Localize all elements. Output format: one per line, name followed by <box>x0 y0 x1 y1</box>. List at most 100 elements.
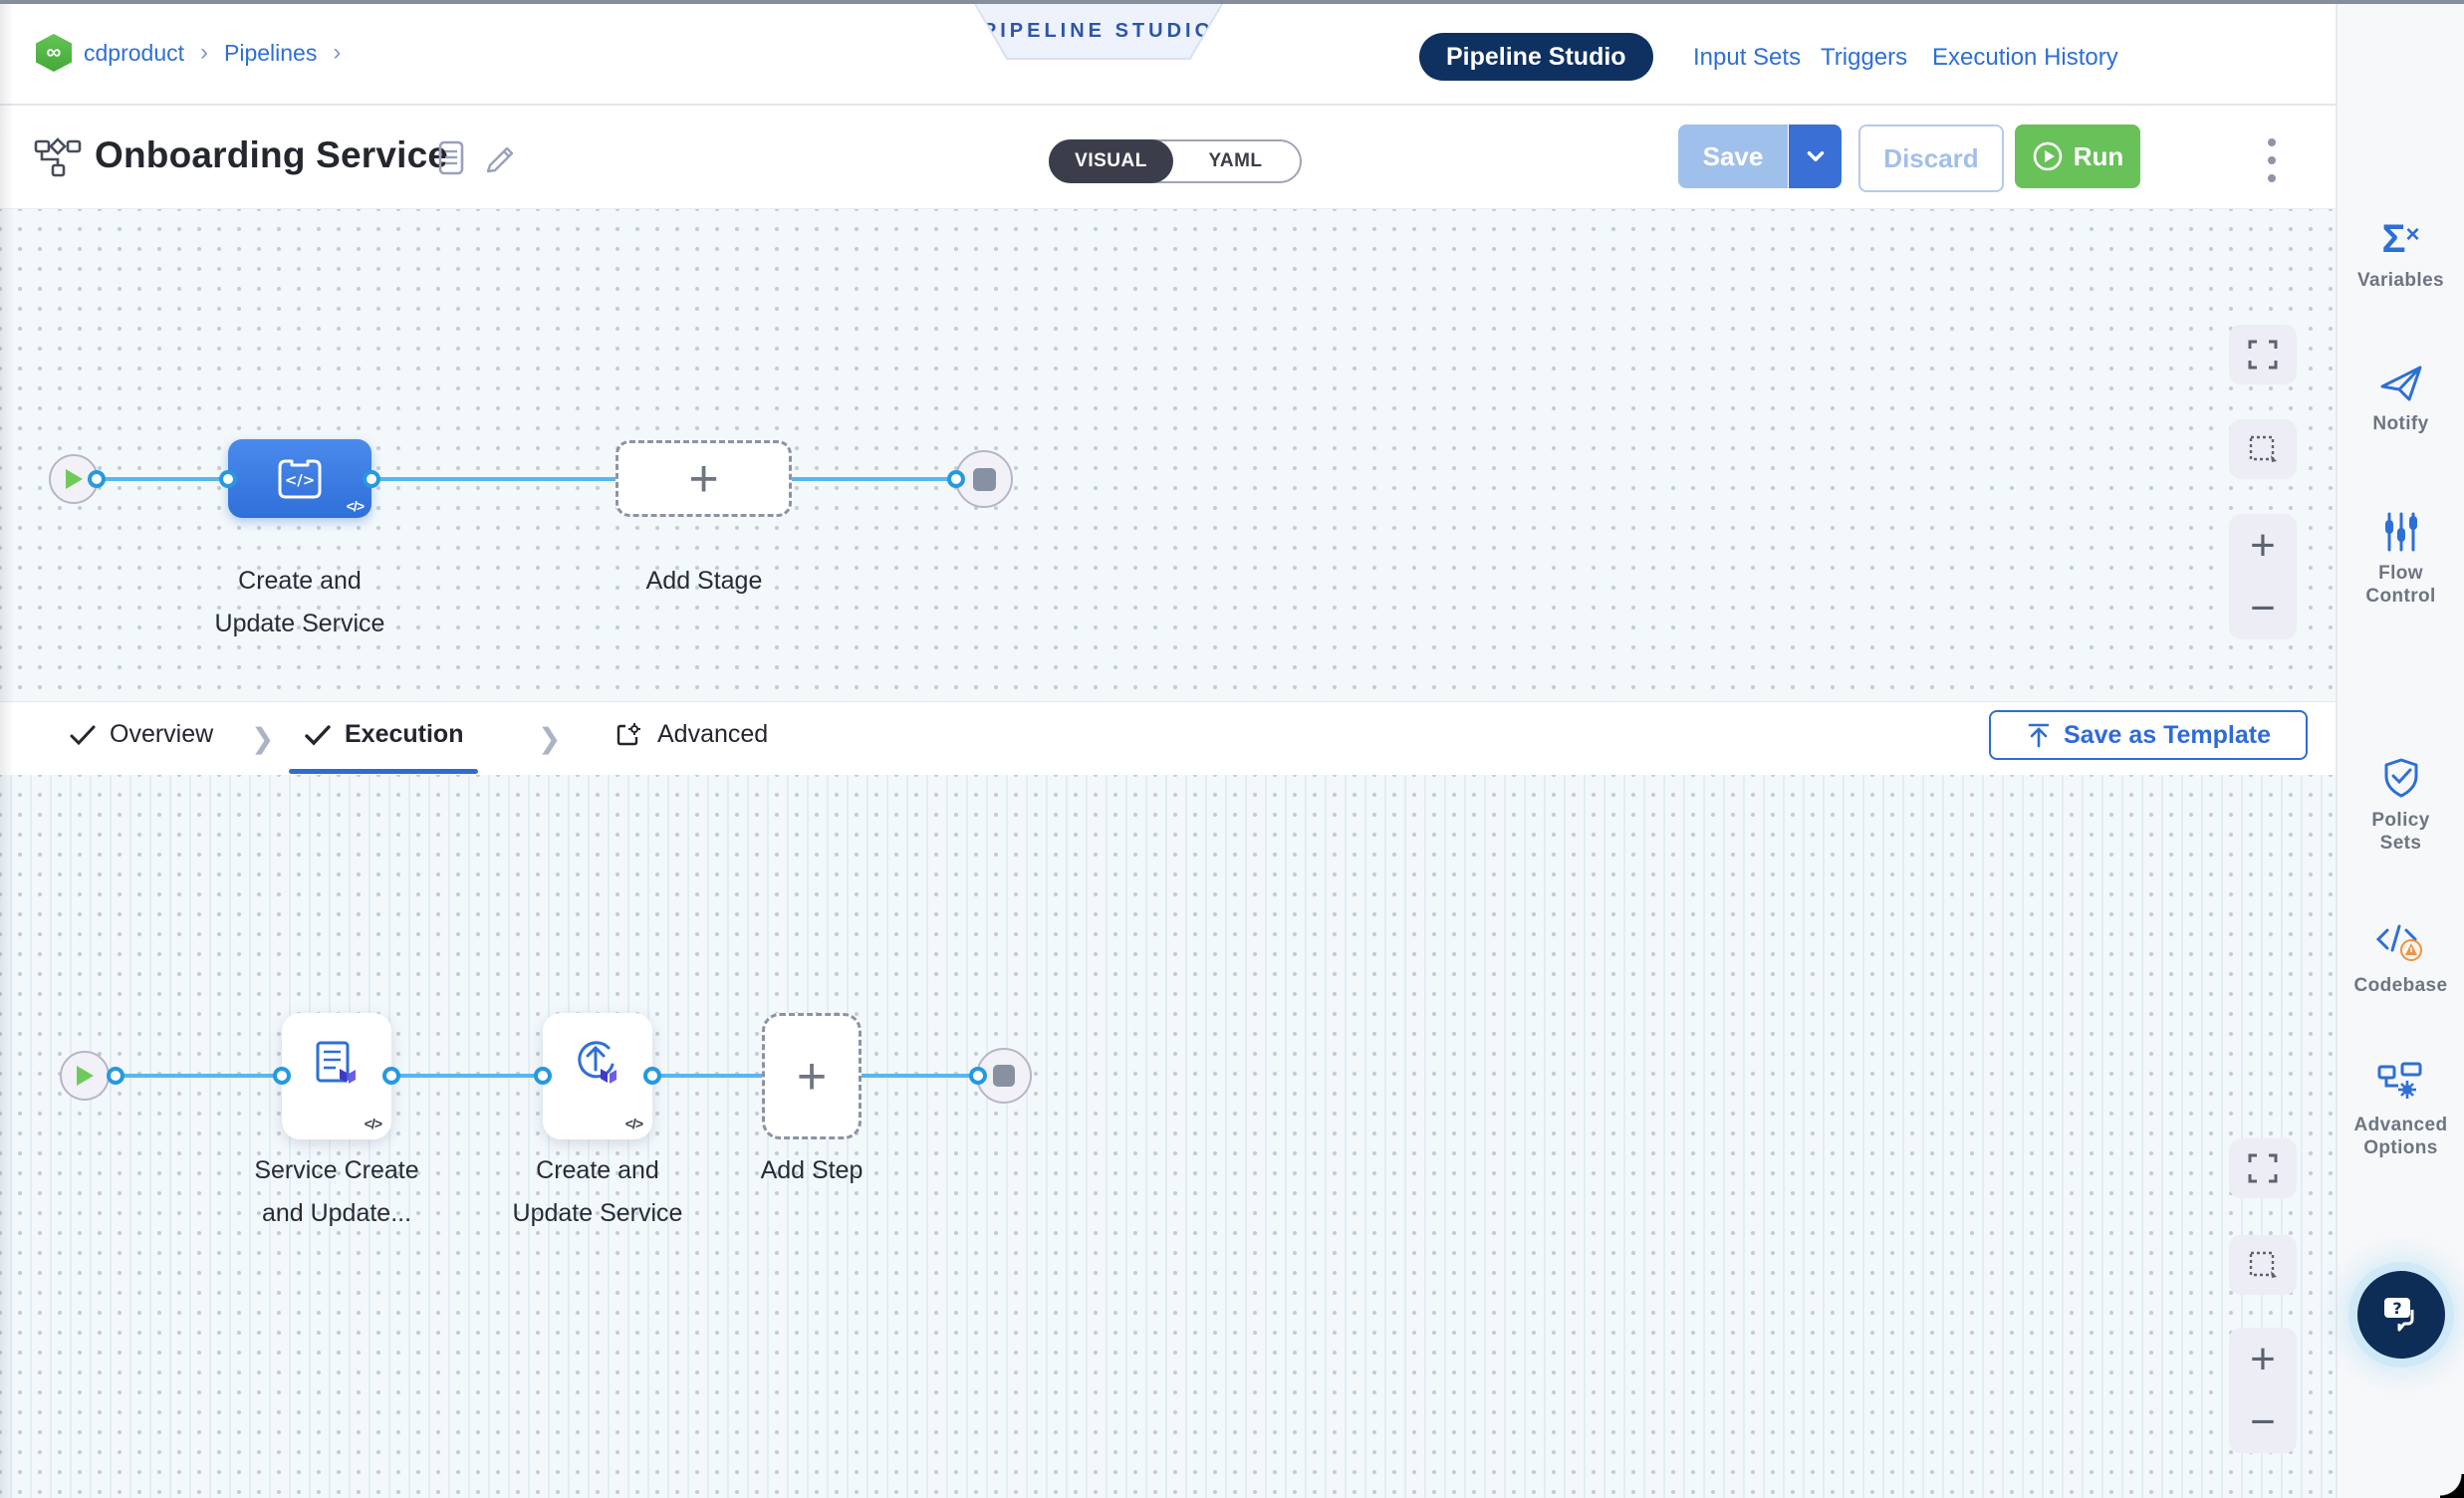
execution-start-node[interactable] <box>60 1051 110 1101</box>
sidebar-item-policy-sets[interactable]: Policy Sets <box>2338 757 2464 855</box>
stop-icon <box>993 1065 1015 1087</box>
connector-dot[interactable] <box>88 470 106 488</box>
sigma-x-icon: Σ× <box>2381 217 2420 261</box>
active-tab-underline <box>289 769 478 774</box>
harness-logo-icon[interactable]: ∞ <box>36 34 72 72</box>
check-icon <box>70 725 96 745</box>
zoom-out-button[interactable]: − <box>2250 1396 2276 1446</box>
help-chat-fab[interactable]: ? <box>2357 1271 2445 1359</box>
breadcrumb: ∞ cdproduct › Pipelines › <box>36 34 345 72</box>
tab-overview[interactable]: Overview <box>70 720 213 749</box>
execution-step-canvas[interactable]: </> </> + S <box>0 775 2336 1498</box>
zoom-controls: + − <box>2229 514 2297 639</box>
run-button[interactable]: Run <box>2015 125 2140 188</box>
edit-pencil-icon[interactable] <box>484 139 520 175</box>
connector-dot[interactable] <box>382 1067 400 1085</box>
add-stage-label: Add Stage <box>645 567 763 595</box>
breadcrumb-project-link[interactable]: cdproduct <box>84 39 185 66</box>
add-step-node[interactable]: + <box>762 1013 862 1139</box>
shield-check-icon <box>2384 758 2417 798</box>
pipeline-studio-banner: PIPELINE STUDIO <box>974 4 1223 60</box>
connector-dot[interactable] <box>534 1067 552 1085</box>
stage-code-badge: </> <box>346 498 365 514</box>
connector-dot[interactable] <box>107 1067 124 1085</box>
breadcrumb-pipelines-link[interactable]: Pipelines <box>224 39 318 66</box>
fullscreen-icon <box>2248 1153 2278 1183</box>
save-as-template-label: Save as Template <box>2064 720 2271 749</box>
connector-dot[interactable] <box>363 470 380 488</box>
save-dropdown-button[interactable] <box>1789 125 1842 188</box>
stage-node-create-update-service[interactable]: </> </> <box>228 439 371 518</box>
sidebar-item-variables[interactable]: Σ× Variables <box>2338 215 2464 292</box>
connector-dot[interactable] <box>947 470 965 488</box>
add-stage-node[interactable]: + <box>616 440 792 517</box>
script-terraform-icon <box>316 1041 356 1084</box>
save-button[interactable]: Save <box>1678 125 1788 188</box>
stop-icon <box>972 467 996 491</box>
play-icon <box>77 1066 94 1086</box>
banner-label: PIPELINE STUDIO <box>982 19 1215 42</box>
stage-canvas[interactable]: </> </> + Create and Update Service Add … <box>0 209 2336 701</box>
connector-dot[interactable] <box>643 1067 661 1085</box>
description-doc-icon[interactable] <box>436 140 468 176</box>
sidebar-item-label: Flow Control <box>2365 563 2436 607</box>
toggle-visual[interactable]: VISUAL <box>1049 139 1173 183</box>
connector-dot[interactable] <box>273 1067 291 1085</box>
tab-input-sets[interactable]: Input Sets <box>1693 44 1802 71</box>
step-node-create-update-service[interactable]: </> <box>543 1013 652 1139</box>
code-warning-icon <box>2375 924 2422 961</box>
main-column: ∞ cdproduct › Pipelines › PIPELINE STUDI… <box>0 4 2336 1498</box>
sidebar-item-label: Codebase <box>2353 975 2448 996</box>
plus-icon: + <box>688 449 719 508</box>
plus-icon: + <box>796 1047 828 1106</box>
tab-triggers[interactable]: Triggers <box>1821 44 1908 71</box>
zoom-in-button[interactable]: + <box>2250 520 2276 570</box>
fullscreen-button[interactable] <box>2229 325 2297 384</box>
sidebar-item-label: Variables <box>2356 270 2445 291</box>
more-options-kebab[interactable] <box>2259 138 2285 182</box>
sidebar-item-flow-control[interactable]: Flow Control <box>2338 512 2464 608</box>
paper-plane-icon <box>2380 366 2421 401</box>
tab-pipeline-studio[interactable]: Pipeline Studio <box>1419 33 1653 81</box>
save-as-template-button[interactable]: Save as Template <box>1989 710 2308 760</box>
zoom-controls: + − <box>2229 1328 2297 1453</box>
window-top-border <box>0 0 2464 4</box>
sidebar-item-label: Notify <box>2372 413 2429 434</box>
marquee-select-button[interactable] <box>2229 1235 2297 1295</box>
connector-dot[interactable] <box>969 1067 987 1085</box>
zoom-out-button[interactable]: − <box>2250 583 2276 632</box>
check-icon <box>305 724 331 745</box>
connector-dot[interactable] <box>219 470 237 488</box>
sidebar-item-codebase[interactable]: Codebase <box>2338 922 2464 997</box>
step-node-service-create-update[interactable]: </> <box>282 1013 391 1139</box>
run-play-icon <box>2033 141 2063 171</box>
step-code-badge: </> <box>364 1116 382 1131</box>
sidebar-item-label: Advanced Options <box>2353 1115 2448 1158</box>
marquee-select-icon <box>2249 1251 2277 1278</box>
marquee-select-button[interactable] <box>2229 419 2297 479</box>
breadcrumb-separator: › <box>200 39 209 66</box>
tab-advanced-label: Advanced <box>657 720 769 748</box>
run-button-label: Run <box>2073 140 2124 171</box>
add-step-label: Add Step <box>760 1156 863 1184</box>
pipeline-edge <box>74 477 960 481</box>
sidebar-item-advanced-options[interactable]: Advanced Options <box>2338 1062 2464 1159</box>
rollout-terraform-icon <box>578 1041 616 1084</box>
tab-advanced[interactable]: Advanced <box>616 720 768 749</box>
stage-node-label: Create and Update Service <box>214 567 385 637</box>
tab-execution-history[interactable]: Execution History <box>1932 44 2118 71</box>
tab-execution[interactable]: Execution <box>305 720 463 749</box>
stage-tabs-bar: Overview ❯ Execution ❯ Advanced <box>0 701 2336 776</box>
pipeline-header: Onboarding Service VISUAL YAML Save Disc… <box>0 106 2336 209</box>
chevron-right-icon: ❯ <box>538 723 562 754</box>
bottom-right-corner <box>2440 1474 2464 1498</box>
sidebar-item-notify[interactable]: Notify <box>2338 365 2464 435</box>
right-toolbar: Σ× Variables Notify Flow Control Policy … <box>2336 4 2464 1498</box>
toggle-yaml[interactable]: YAML <box>1208 150 1263 171</box>
fullscreen-button[interactable] <box>2229 1138 2297 1198</box>
visual-yaml-toggle: VISUAL YAML <box>1049 139 1302 183</box>
svg-text:?: ? <box>2392 1299 2401 1318</box>
zoom-in-button[interactable]: + <box>2250 1334 2276 1383</box>
discard-button[interactable]: Discard <box>1858 125 2004 192</box>
